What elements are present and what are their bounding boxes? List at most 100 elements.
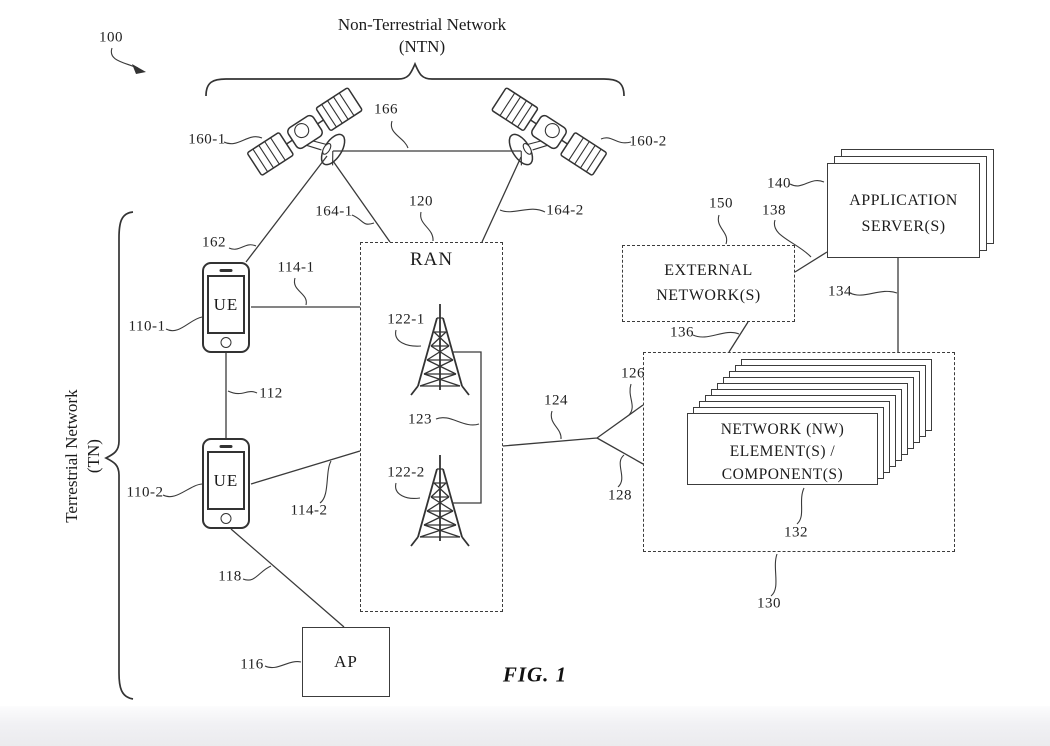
leader-126 — [628, 383, 633, 416]
ref-162: 162 — [202, 234, 226, 251]
ref-160-2: 160-2 — [629, 133, 667, 150]
footer-gradient-band — [0, 706, 1050, 746]
core-network-box — [643, 352, 955, 552]
ref-150: 150 — [709, 195, 733, 212]
leader-128 — [617, 454, 625, 488]
leader-122-2 — [395, 482, 421, 499]
ue2-device: UE — [202, 438, 250, 529]
ref-112: 112 — [259, 385, 283, 402]
nw-element-label-line1: NETWORK (NW) — [720, 421, 845, 438]
application-server-box: APPLICATION SERVER(S) — [827, 163, 980, 258]
ref-140: 140 — [767, 175, 791, 192]
nw-element-box: NETWORK (NW) ELEMENT(S) / COMPONENT(S) — [687, 413, 878, 485]
leader-lines — [110, 47, 898, 669]
ref-120: 120 — [409, 193, 433, 210]
ran-box: RAN — [360, 242, 503, 612]
phone-home-button-icon — [220, 513, 232, 524]
connection-lines — [225, 150, 899, 628]
external-network-box: EXTERNAL NETWORK(S) — [622, 245, 795, 322]
ref-116: 116 — [240, 656, 264, 673]
ref-100: 100 — [99, 29, 123, 46]
link-164-1-satellite-to-ran — [332, 160, 391, 243]
ref-126: 126 — [621, 365, 645, 382]
leader-122-1 — [395, 329, 422, 347]
link-162-satellite-to-ue1 — [245, 155, 328, 263]
leader-130 — [770, 553, 778, 597]
ref-166: 166 — [374, 101, 398, 118]
ref-122-2: 122-2 — [387, 464, 425, 481]
tn-brace — [104, 211, 134, 700]
leader-120 — [420, 211, 434, 242]
link-138-external-to-server — [794, 251, 828, 273]
nw-element-label-line3: COMPONENT(S) — [721, 465, 844, 483]
ref-118: 118 — [218, 568, 242, 585]
external-network-label-line2: NETWORK(S) — [656, 286, 761, 304]
leader-138 — [773, 219, 812, 258]
phone-speaker-icon — [219, 445, 233, 448]
leader-140 — [789, 180, 825, 187]
leader-150 — [717, 214, 728, 245]
leader-116 — [264, 661, 302, 669]
link-123-tower-bracket — [452, 351, 482, 504]
ap-label: AP — [334, 652, 358, 671]
link-136-external-to-core — [728, 321, 749, 353]
ref-138: 138 — [762, 202, 786, 219]
tn-title: Terrestrial Network (TN) — [61, 296, 105, 616]
leader-162 — [228, 244, 257, 250]
ue2-label: UE — [207, 451, 245, 510]
phone-speaker-icon — [219, 269, 233, 272]
ue1-label: UE — [207, 275, 245, 334]
ntn-title-line2: (NTN) — [398, 37, 446, 57]
nw-element-label-line2: ELEMENT(S) / — [729, 443, 836, 461]
ran-label: RAN — [409, 249, 454, 270]
ue1-device: UE — [202, 262, 250, 353]
leader-134 — [849, 290, 898, 296]
ref-124: 124 — [544, 392, 568, 409]
tn-title-line2: (TN) — [84, 439, 103, 474]
ref-110-1: 110-1 — [128, 318, 166, 335]
leader-114-1 — [293, 277, 307, 306]
leader-160-1 — [223, 136, 263, 145]
arrowhead-100 — [132, 64, 146, 74]
leader-110-2 — [162, 483, 203, 498]
link-164-2-satellite-to-ran — [481, 156, 522, 243]
leader-112 — [227, 390, 258, 395]
leader-123 — [435, 417, 480, 426]
ref-164-1: 164-1 — [315, 203, 353, 220]
ref-134: 134 — [828, 283, 852, 300]
ap-box: AP — [302, 627, 390, 697]
ref-132: 132 — [784, 524, 808, 541]
leader-114-2 — [319, 460, 332, 504]
link-114-2-ue2-to-ran — [250, 450, 361, 485]
tn-title-line1: Terrestrial Network — [61, 389, 81, 523]
ref-164-2: 164-2 — [546, 202, 584, 219]
ref-114-2: 114-2 — [290, 502, 328, 519]
external-network-label-line1: EXTERNAL — [664, 262, 753, 279]
leader-110-1 — [165, 316, 203, 332]
ntn-brace — [205, 61, 625, 97]
ntn-title: Non-Terrestrial Network (NTN) — [338, 14, 506, 58]
leader-136 — [692, 332, 740, 338]
ref-160-1: 160-1 — [188, 131, 226, 148]
leader-124 — [550, 410, 562, 440]
leader-160-2 — [600, 137, 632, 144]
link-118-ue2-to-ap — [230, 528, 345, 628]
leader-118 — [242, 565, 272, 581]
leader-166 — [390, 120, 409, 149]
ref-136: 136 — [670, 324, 694, 341]
phone-home-button-icon — [220, 337, 232, 348]
figure-caption: FIG. 1 — [502, 662, 568, 687]
link-124-126-128-ran-to-core — [502, 404, 644, 465]
application-server-label-line1: APPLICATION — [849, 192, 958, 209]
ref-123: 123 — [408, 411, 432, 428]
ref-122-1: 122-1 — [387, 311, 425, 328]
leader-132 — [796, 487, 805, 525]
leader-164-2 — [499, 208, 546, 213]
ref-130: 130 — [757, 595, 781, 612]
ntn-title-line1: Non-Terrestrial Network — [337, 15, 507, 34]
ref-110-2: 110-2 — [126, 484, 164, 501]
